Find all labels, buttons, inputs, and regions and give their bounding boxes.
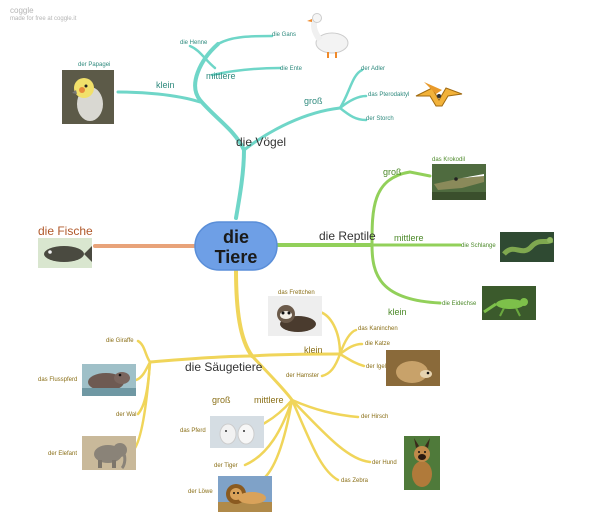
fish-image (38, 238, 92, 268)
mammals-small-connector (252, 354, 340, 356)
mammal-elephant-label[interactable]: der Elefant (48, 451, 77, 457)
mammal-rabbit-label[interactable]: das Kaninchen (358, 326, 398, 332)
mammals-connector-dog (292, 400, 370, 462)
watermark-subtitle: made for free at coggle.it (10, 16, 76, 23)
mammals-small-label[interactable]: klein (304, 345, 323, 355)
watermark: coggle made for free at coggle.it (10, 6, 76, 23)
reptiles-small-connector (372, 245, 440, 303)
reptiles-label[interactable]: die Reptile (319, 229, 376, 243)
pterodactyl-image (412, 70, 466, 120)
mammal-hippo-label[interactable]: das Flusspferd (38, 377, 77, 383)
birds-small-label[interactable]: klein (156, 80, 175, 90)
mammals-big-label[interactable]: groß (212, 395, 231, 405)
root-node[interactable]: die Tiere (195, 222, 277, 270)
reptile-snake-label[interactable]: die Schlange (461, 243, 496, 249)
birds-small-connector (118, 92, 200, 102)
mammal-horse-label[interactable]: das Pferd (180, 428, 206, 434)
fish-label[interactable]: die Fische (38, 224, 93, 238)
reptile-lizard-label[interactable]: die Eidechse (442, 301, 477, 307)
bird-parrot-label[interactable]: der Papagei (78, 62, 110, 68)
horse-image (210, 416, 264, 448)
mammal-zebra-label[interactable]: das Zebra (341, 478, 369, 484)
mammals-main-connector (236, 270, 252, 356)
root-label-line1: die (223, 227, 249, 247)
birds-medium-label[interactable]: mittlere (206, 71, 236, 81)
parrot-image (62, 70, 114, 124)
mammals-medium-label[interactable]: mittlere (254, 395, 284, 405)
mammal-dog-label[interactable]: der Hund (372, 460, 397, 466)
birds-label[interactable]: die Vögel (236, 135, 286, 149)
birds-main-connector (236, 150, 244, 218)
elephant-image (82, 436, 136, 470)
snake-image (500, 232, 554, 262)
mammal-hamster-label[interactable]: der Hamster (286, 373, 319, 379)
hippo-image (82, 364, 136, 396)
bird-eagle-label[interactable]: der Adler (361, 66, 385, 72)
bird-goose-label[interactable]: die Gans (272, 32, 296, 38)
mammal-deer-label[interactable]: der Hirsch (361, 414, 388, 420)
goose-image (302, 10, 354, 60)
bird-duck-label[interactable]: die Ente (280, 66, 303, 72)
birds-big-connector-stork (340, 108, 366, 120)
reptiles-medium-label[interactable]: mittlere (394, 233, 424, 243)
birds-big-connector-eagle (340, 70, 362, 108)
root-label-line2: Tiere (215, 247, 258, 267)
mammals-connector-giraffe (138, 341, 150, 362)
mammals-label[interactable]: die Säugetiere (185, 360, 263, 374)
reptiles-big-label[interactable]: groß (383, 167, 402, 177)
lizard-image (482, 286, 536, 320)
mammals-connector-rabbit (340, 330, 356, 354)
mammals-connector-hedgehog (340, 354, 364, 366)
mammal-whale-label[interactable]: der Wal (116, 412, 136, 418)
mammals-connector-hamster (322, 354, 340, 376)
bird-stork-label[interactable]: der Storch (366, 116, 394, 122)
reptiles-small-label[interactable]: klein (388, 307, 407, 317)
mammals-connector-ferret (320, 312, 340, 354)
hedgehog-image (386, 350, 440, 386)
mammal-lion-label[interactable]: der Löwe (188, 489, 213, 495)
birds-medium-connector-goose (218, 36, 272, 44)
bird-hen-label[interactable]: die Henne (180, 40, 208, 46)
mammals-connector-deer (292, 400, 358, 417)
dog-image (404, 436, 440, 490)
mammal-cat-label[interactable]: die Katze (365, 341, 391, 347)
lion-image (218, 476, 272, 512)
birds-big-label[interactable]: groß (304, 96, 323, 106)
reptile-crocodile-label[interactable]: das Krokodil (432, 157, 465, 163)
ferret-image (268, 296, 322, 336)
mammal-tiger-label[interactable]: der Tiger (214, 463, 238, 469)
mammal-giraffe-label[interactable]: die Giraffe (106, 338, 134, 344)
birds-branch (118, 36, 366, 218)
crocodile-image (432, 164, 486, 200)
mammal-hedgehog-label[interactable]: der Igel (366, 364, 386, 370)
mammals-branch (132, 270, 370, 480)
watermark-title: coggle (10, 6, 76, 16)
bird-pterodactyl-label[interactable]: das Pterodaktyl (368, 92, 409, 98)
